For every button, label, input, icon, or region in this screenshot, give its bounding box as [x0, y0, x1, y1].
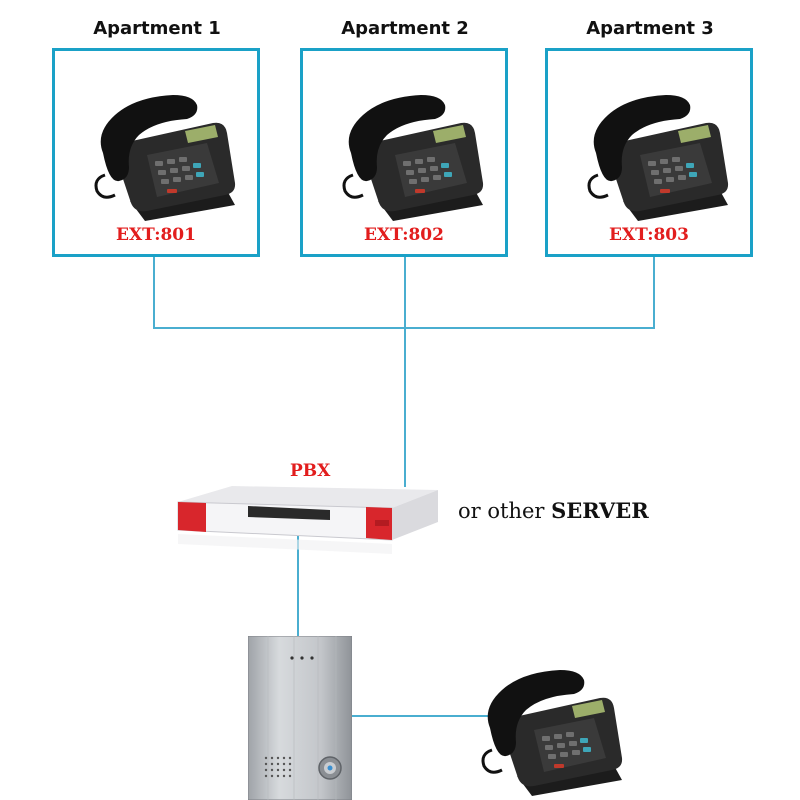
apartment-3-box: EXT:803: [545, 48, 753, 257]
wire-bus-to-pbx: [404, 327, 406, 487]
alternative-server-prefix: or other: [458, 499, 545, 523]
desk-phone-icon: [342, 93, 485, 223]
pbx-title: PBX: [290, 461, 331, 481]
apartment-1-title: Apartment 1: [93, 18, 221, 39]
wire-intercom-to-phone: [351, 715, 491, 717]
desk-phone-icon: [587, 93, 730, 223]
apartment-1-extension: EXT:801: [116, 225, 196, 245]
apartment-1-box: EXT:801: [52, 48, 260, 257]
alternative-server-emphasis: SERVER: [551, 498, 649, 523]
apartment-2-box: EXT:802: [300, 48, 508, 257]
wire-apt1-drop: [153, 256, 155, 328]
apartment-2-title: Apartment 2: [341, 18, 469, 39]
apartment-3-extension: EXT:803: [609, 225, 689, 245]
desk-phone-icon: [94, 93, 237, 223]
wire-pbx-to-intercom: [297, 530, 299, 638]
alternative-server-label: or other SERVER: [458, 498, 649, 523]
wire-apt2-drop: [404, 256, 406, 328]
pbx-server-icon: [177, 486, 438, 554]
door-intercom-icon: [248, 636, 352, 800]
apartment-3-title: Apartment 3: [586, 18, 714, 39]
apartment-2-extension: EXT:802: [364, 225, 444, 245]
wire-apt3-drop: [653, 256, 655, 328]
desk-phone-icon: [481, 668, 624, 798]
